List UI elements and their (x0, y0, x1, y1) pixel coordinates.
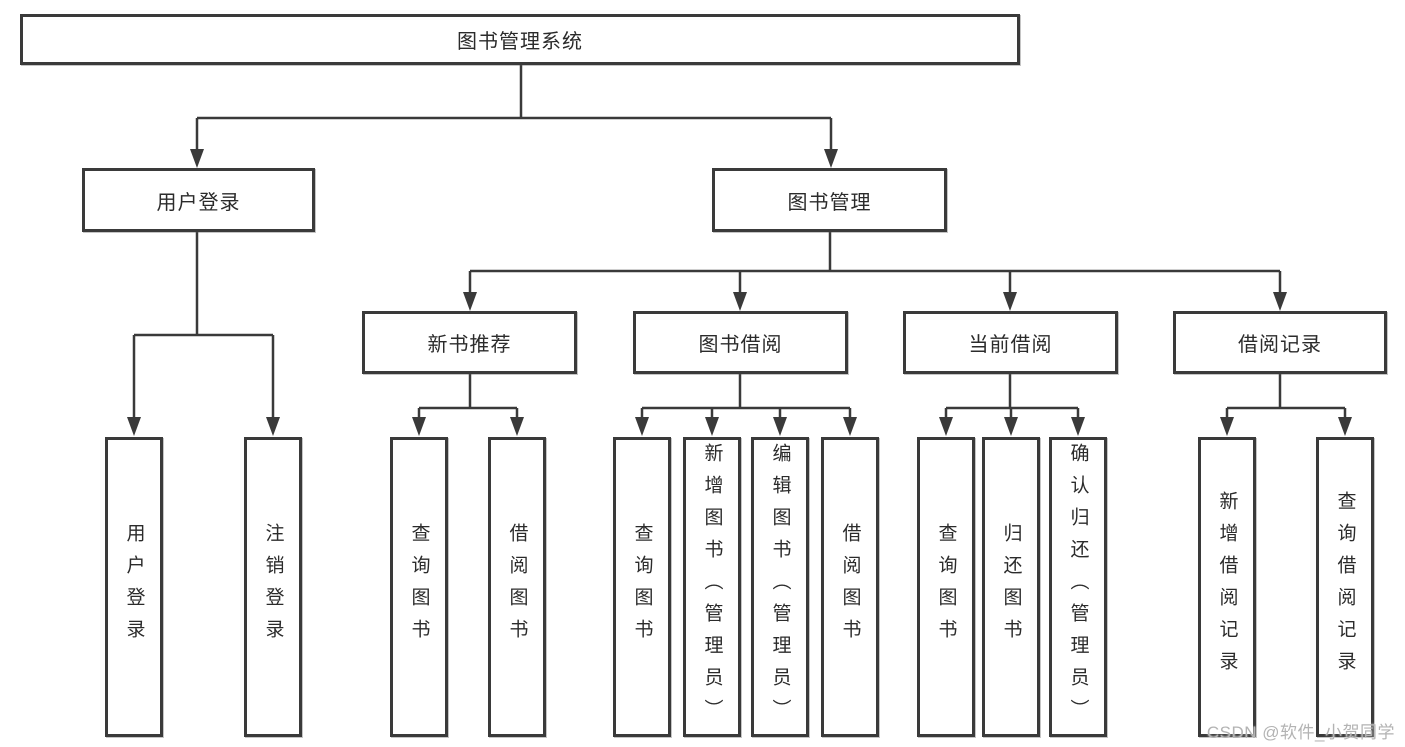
leaf-edit-books-admin-label: 编辑图书（管理员） (769, 443, 791, 731)
leaf-query-books-recommend: 查询图书 (390, 437, 448, 737)
leaf-query-books-borrowing: 查询图书 (613, 437, 671, 737)
leaf-return-books-label: 归还图书 (1000, 523, 1022, 651)
leaf-logout-label: 注销登录 (262, 523, 284, 651)
node-book-borrowing-label: 图书借阅 (698, 334, 783, 356)
leaf-query-books-current: 查询图书 (917, 437, 975, 737)
leaf-user-login-label: 用户登录 (123, 523, 145, 651)
leaf-query-books-recommend-label: 查询图书 (408, 523, 430, 651)
node-book-management: 图书管理 (712, 168, 947, 232)
leaf-confirm-return-admin-label: 确认归还（管理员） (1067, 443, 1089, 731)
leaf-borrow-books-recommend: 借阅图书 (488, 437, 546, 737)
node-borrowing-records-label: 借阅记录 (1238, 334, 1322, 356)
node-user-login: 用户登录 (82, 168, 315, 232)
leaf-add-borrow-record-label: 新增借阅记录 (1216, 491, 1238, 683)
node-borrowing-records: 借阅记录 (1173, 311, 1387, 374)
leaf-add-borrow-record: 新增借阅记录 (1198, 437, 1256, 737)
connector-path (132, 65, 1347, 420)
csdn-watermark: CSDN @软件_小贺同学 (1206, 723, 1395, 742)
node-user-login-label: 用户登录 (156, 191, 241, 214)
node-book-borrowing: 图书借阅 (633, 311, 848, 374)
node-new-book-recommend: 新书推荐 (362, 311, 577, 374)
node-new-book-recommend-label: 新书推荐 (427, 334, 512, 356)
node-book-management-label: 图书管理 (787, 191, 872, 214)
leaf-query-books-borrowing-label: 查询图书 (631, 523, 653, 651)
leaf-query-borrow-record: 查询借阅记录 (1316, 437, 1374, 737)
leaf-logout: 注销登录 (244, 437, 302, 737)
node-root-label: 图书管理系统 (457, 31, 583, 53)
leaf-user-login: 用户登录 (105, 437, 163, 737)
arrowheads (127, 149, 1352, 436)
node-current-borrowing: 当前借阅 (903, 311, 1118, 374)
leaf-add-books-admin-label: 新增图书（管理员） (701, 443, 723, 731)
leaf-borrow-books: 借阅图书 (821, 437, 879, 737)
leaf-add-books-admin: 新增图书（管理员） (683, 437, 741, 737)
leaf-borrow-books-label: 借阅图书 (839, 523, 861, 651)
node-root: 图书管理系统 (20, 14, 1020, 65)
leaf-query-books-current-label: 查询图书 (935, 523, 957, 651)
leaf-confirm-return-admin: 确认归还（管理员） (1049, 437, 1107, 737)
leaf-borrow-books-recommend-label: 借阅图书 (506, 523, 528, 651)
leaf-edit-books-admin: 编辑图书（管理员） (751, 437, 809, 737)
leaf-return-books: 归还图书 (982, 437, 1040, 737)
leaf-query-borrow-record-label: 查询借阅记录 (1334, 491, 1356, 683)
node-current-borrowing-label: 当前借阅 (968, 334, 1053, 356)
